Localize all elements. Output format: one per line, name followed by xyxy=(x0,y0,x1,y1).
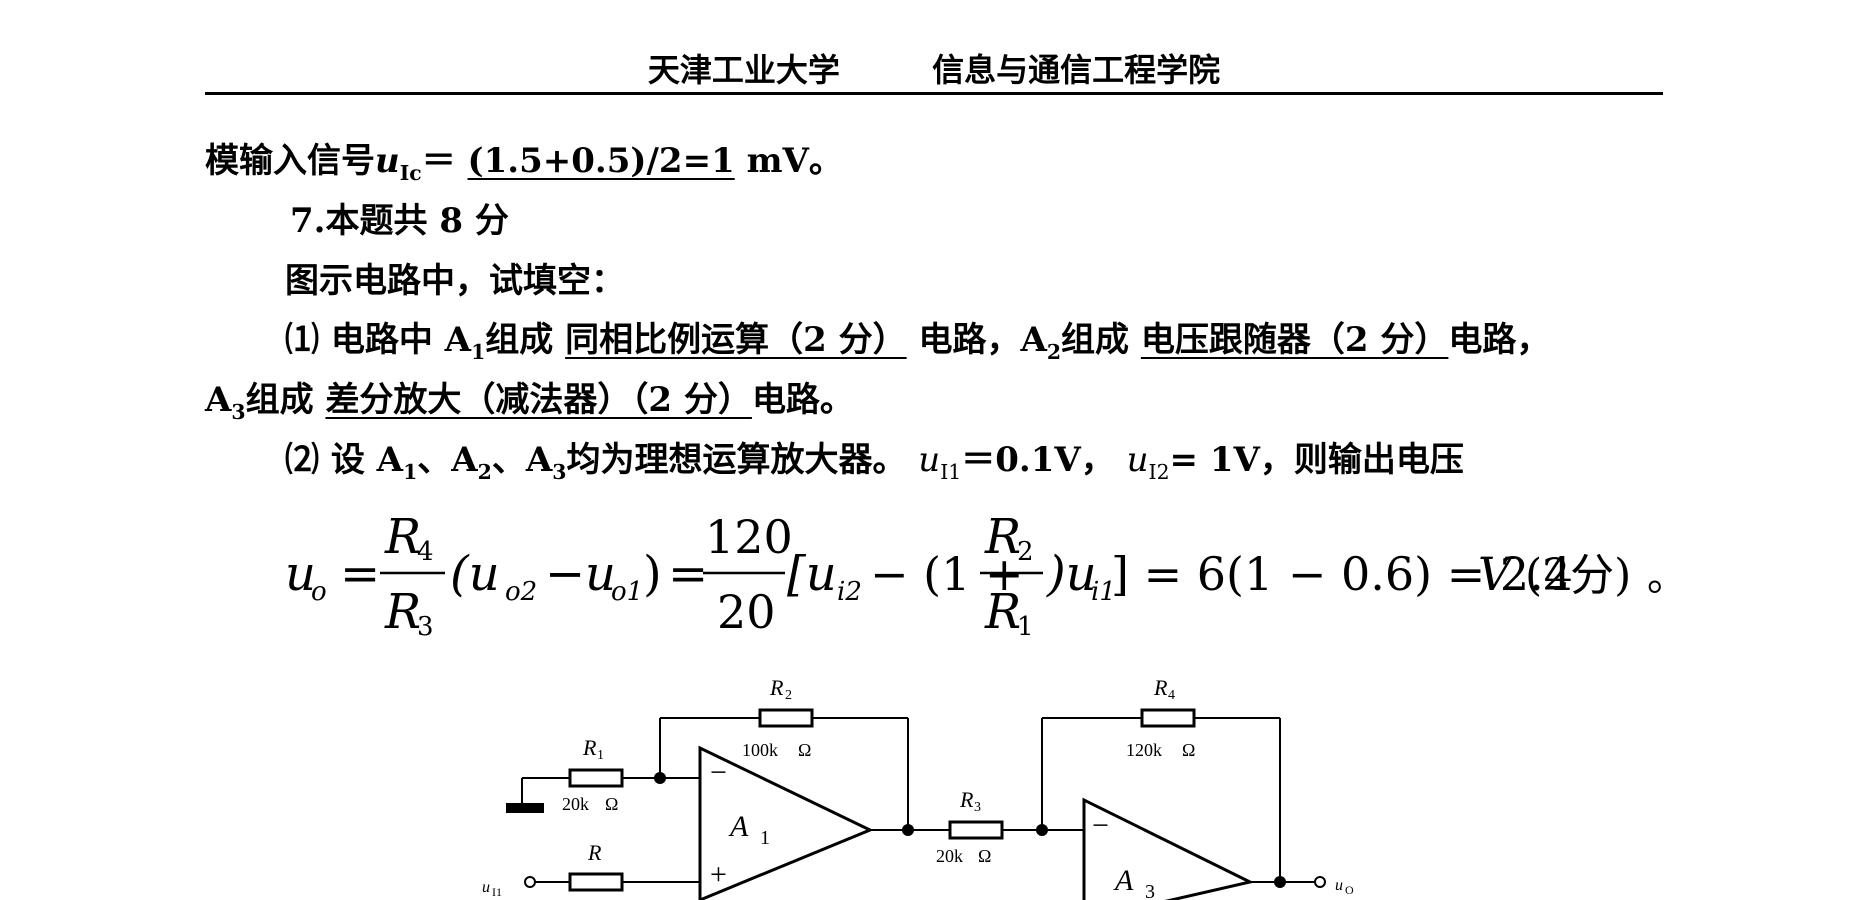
svg-text:3: 3 xyxy=(417,612,434,640)
svg-text:−: − xyxy=(710,756,727,789)
svg-text:+: + xyxy=(710,858,727,891)
svg-text:i1: i1 xyxy=(1091,577,1116,607)
question-title: 7.本题共 8 分 xyxy=(290,201,509,241)
svg-text:=: = xyxy=(340,546,380,602)
ground-symbol xyxy=(506,803,544,813)
svg-text:Ω: Ω xyxy=(798,740,811,760)
svg-text:)u: )u xyxy=(1046,546,1097,602)
svg-text:u: u xyxy=(1335,877,1343,894)
part-1-line: ⑴ 电路中 A1组成 同相比例运算（2 分） 电路，A2组成 电压跟随器（2 分… xyxy=(285,320,1551,364)
svg-text:o: o xyxy=(311,577,327,607)
part-2-line: ⑵ 设 A1、A2、A3均为理想运算放大器。 uI1＝0.1V， uI2= 1V… xyxy=(285,440,1464,484)
circuit-diagram: R 1 20k Ω R 2 100k Ω − + A 1 u I1 R R 3 … xyxy=(482,675,1354,900)
svg-text:R: R xyxy=(384,510,421,565)
header-school: 信息与通信工程学院 xyxy=(932,51,1221,89)
svg-text:V: V xyxy=(1478,547,1516,601)
part-1-continuation: A3组成 差分放大（减法器）（2 分）电路。 xyxy=(205,380,854,424)
node xyxy=(902,824,914,836)
svg-text:O: O xyxy=(1345,883,1354,897)
resistor-r4 xyxy=(1140,708,1196,728)
formula-lhs: u xyxy=(285,546,316,602)
resistor-r xyxy=(568,872,624,892)
svg-text:。: 。 xyxy=(1647,554,1685,600)
svg-text:Ω: Ω xyxy=(978,846,991,866)
svg-text:[u: [u xyxy=(787,546,837,602)
svg-text:I1: I1 xyxy=(492,885,502,899)
svg-text:R: R xyxy=(1153,675,1168,700)
svg-text:A: A xyxy=(1113,864,1134,897)
svg-text:(2分): (2分) xyxy=(1525,550,1631,601)
svg-text:Ω: Ω xyxy=(1182,740,1195,760)
svg-text:20: 20 xyxy=(717,585,776,639)
op-amp-a3 xyxy=(1082,797,1255,900)
svg-text:1: 1 xyxy=(597,748,604,763)
node xyxy=(1274,876,1286,888)
svg-text:20k: 20k xyxy=(936,846,963,866)
svg-text:o1: o1 xyxy=(611,577,643,607)
svg-text:R: R xyxy=(384,584,421,640)
resistor-r1 xyxy=(568,768,624,788)
op-amp-a1 xyxy=(698,745,874,900)
svg-text:=: = xyxy=(668,546,708,602)
question-intro: 图示电路中，试填空： xyxy=(285,261,625,301)
answer-common-mode: (1.5+0.5)/2=1 xyxy=(467,141,735,181)
svg-text:A: A xyxy=(728,810,749,843)
svg-text:R: R xyxy=(959,787,974,812)
svg-text:u: u xyxy=(585,546,616,602)
header-university: 天津工业大学 xyxy=(647,51,840,89)
svg-text:R: R xyxy=(769,675,784,700)
svg-text:u: u xyxy=(482,879,490,896)
resistor-r2 xyxy=(758,708,814,728)
svg-text:1: 1 xyxy=(760,827,770,849)
answer-a1: 同相比例运算（2 分） xyxy=(565,320,907,360)
svg-text:100k: 100k xyxy=(742,740,778,760)
svg-text:i2: i2 xyxy=(837,577,862,607)
answer-a3: 差分放大（减法器）（2 分） xyxy=(325,380,752,420)
svg-text:3: 3 xyxy=(1145,881,1155,900)
svg-text:−: − xyxy=(545,546,585,602)
svg-text:4: 4 xyxy=(417,537,434,567)
output-voltage-formula: u o = R 4 R 3 (u o2 − u o1 ) = 120 20 [u… xyxy=(285,510,1685,640)
svg-text:(u: (u xyxy=(450,546,500,602)
svg-text:2: 2 xyxy=(1017,537,1034,567)
page-header: 天津工业大学 信息与通信工程学院 xyxy=(205,48,1663,95)
svg-text:120k: 120k xyxy=(1126,740,1162,760)
svg-text:20k: 20k xyxy=(562,794,589,814)
svg-text:R: R xyxy=(587,840,602,865)
svg-text:Ω: Ω xyxy=(605,794,618,814)
svg-text:3: 3 xyxy=(974,800,981,815)
common-mode-line: 模输入信号uIc＝ (1.5+0.5)/2=1 mV。 xyxy=(205,141,843,185)
svg-text:R: R xyxy=(582,735,597,760)
svg-text:−: − xyxy=(1092,809,1109,842)
svg-text:o2: o2 xyxy=(505,577,537,607)
answer-a2: 电压跟随器（2 分） xyxy=(1140,320,1449,360)
svg-text:4: 4 xyxy=(1168,688,1175,703)
input-terminal xyxy=(524,876,536,888)
svg-text:2: 2 xyxy=(785,688,792,703)
svg-text:120: 120 xyxy=(705,510,793,564)
svg-text:] = 6(1 − 0.6) = 2.4: ] = 6(1 − 0.6) = 2.4 xyxy=(1111,547,1573,601)
resistor-r3 xyxy=(948,820,1004,840)
output-terminal xyxy=(1314,876,1326,888)
svg-text:R: R xyxy=(984,510,1021,565)
svg-text:R: R xyxy=(984,584,1021,640)
svg-text:): ) xyxy=(643,546,662,602)
svg-text:1: 1 xyxy=(1017,612,1034,640)
